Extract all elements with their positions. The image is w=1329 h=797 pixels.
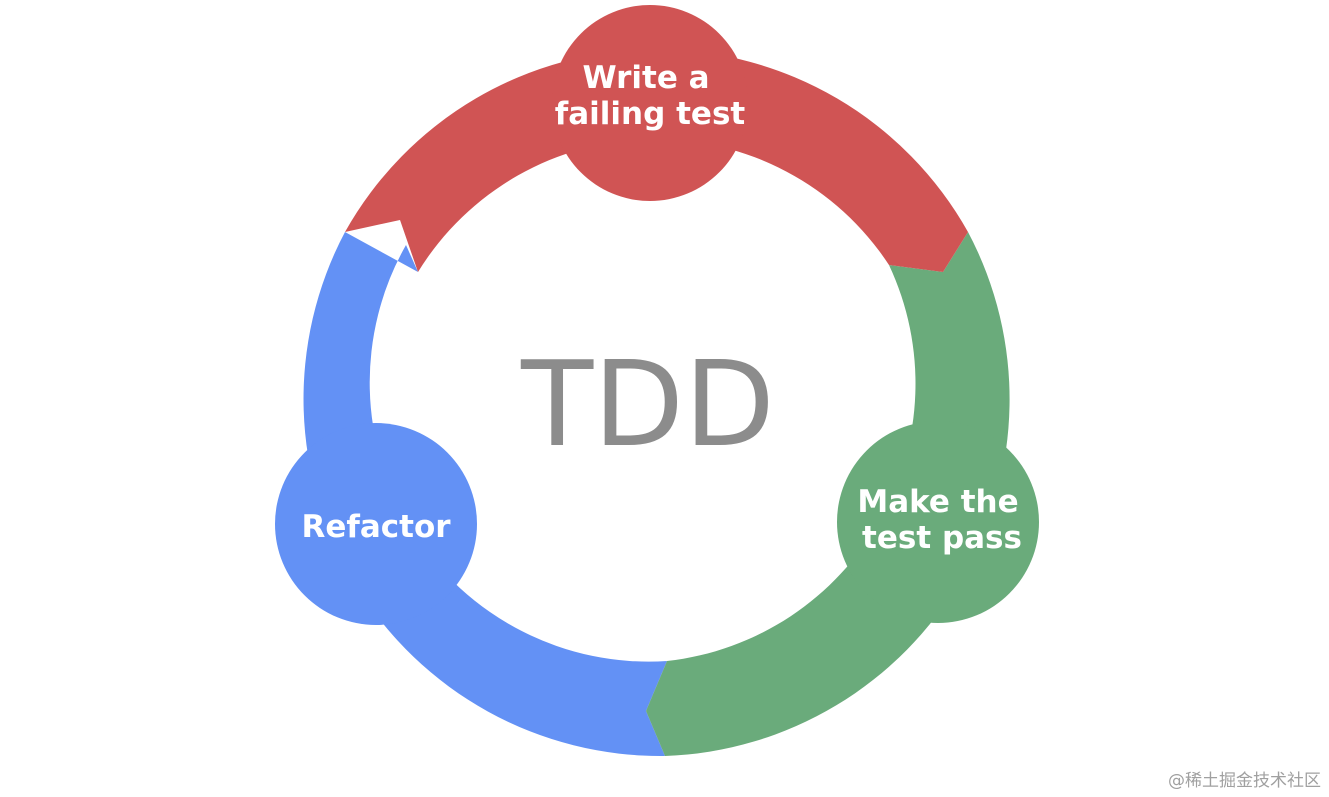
- center-title: TDD: [520, 335, 775, 473]
- write-failing-test-arc-segment: [345, 49, 968, 272]
- watermark-text: @稀土掘金技术社区: [1168, 771, 1321, 791]
- make-test-pass-arc-segment: [646, 232, 1010, 756]
- refactor-node-circle: [275, 423, 477, 625]
- refactor-arc-segment: [303, 232, 667, 757]
- write-failing-test-label-line-1: Write a: [582, 60, 709, 96]
- write-failing-test-label-line-2: failing test: [555, 96, 746, 132]
- write-failing-test-node-circle: [552, 5, 748, 201]
- make-test-pass-node-circle: [837, 421, 1039, 623]
- make-test-pass-label-line-2: test pass: [862, 520, 1022, 556]
- refactor-label: Refactor: [301, 509, 451, 545]
- make-test-pass-label-line-1: Make the: [857, 484, 1018, 520]
